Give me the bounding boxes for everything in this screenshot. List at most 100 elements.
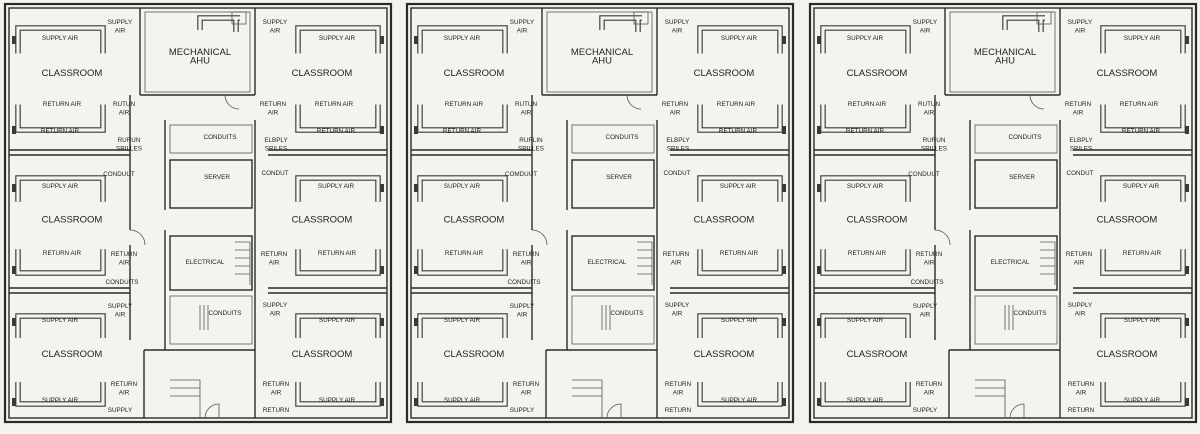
mechanical-label-line-2: AHU (592, 56, 612, 67)
rurun-air-label-line-2: AIR (924, 110, 935, 117)
return-air-stack-left-line-1: RETURN (916, 251, 943, 258)
supply-air-label: SUPPLY AIR (444, 35, 481, 42)
duct-loop-right-3-inner (1101, 314, 1185, 406)
supply-air-stack-right-line-2: AIR (672, 28, 683, 35)
classroom-label-right-2: CLASSROOM (1097, 215, 1158, 226)
supply-air-label-4: SUPPLY AIR (444, 397, 481, 404)
return-air-stack-right-2-line-1: RETURN (663, 251, 690, 258)
grille-marker-11 (380, 318, 384, 326)
grille-marker-12 (782, 398, 786, 406)
return-air-stack-right-line-1: RETURN (260, 101, 287, 108)
corridor-door-swing (934, 229, 951, 246)
return-air-label: RETURN AIR (43, 101, 82, 108)
mechanical-room (144, 11, 251, 93)
ahu-duct (197, 15, 240, 32)
conduit-bundle (1004, 305, 1014, 330)
server-label: SERVER (204, 174, 230, 181)
electrical-room (169, 235, 253, 291)
duct-loop-left-1-inner (821, 26, 910, 132)
mechanical-door-swing (1029, 94, 1045, 110)
duct-loop-right-3-inner (698, 314, 782, 406)
classroom-label-left-2: CLASSROOM (847, 215, 908, 226)
duct-loop-left-2-inner (418, 176, 507, 275)
supply-air-stack-left-line-2: AIR (115, 312, 126, 319)
supply-air-label-right-2: SUPPLY AIR (720, 183, 757, 190)
conduit-bundle (199, 305, 209, 330)
supply-air-label-right: SUPPLY AIR (1124, 35, 1161, 42)
classroom-label-right-1: CLASSROOM (694, 68, 755, 79)
supply-air-stack-left-line-1: SUPPLY (108, 303, 133, 310)
duct-loop-right-2-inner (1101, 176, 1185, 275)
duct-loop-left-3 (15, 313, 106, 407)
core-walls (531, 95, 658, 418)
return-air-label: RETURN AIR (848, 101, 887, 108)
return-air-stack-right-line-2: AIR (1073, 110, 1084, 117)
condut-label-left: CONDUUT (103, 171, 135, 178)
mechanical-label-line-1: MECHANICAL (974, 47, 1036, 58)
ahu-unit (231, 11, 247, 25)
electrical-stair (637, 241, 653, 285)
return-air-stack-right-2-line-2: AIR (269, 260, 280, 267)
grille-marker-6 (12, 398, 16, 406)
duct-loop-left-2-inner (821, 176, 910, 275)
elbply-srilles-label-line-2: SRILES (265, 146, 287, 153)
return-air-stack-left-line-2: AIR (119, 260, 130, 267)
grille-marker-10 (1185, 266, 1189, 274)
rurun-air-label-line-2: AIR (521, 110, 532, 117)
corridor-door-swing (129, 229, 146, 246)
supply-air-label-right-3: SUPPLY AIR (319, 317, 356, 324)
ahu-duct-inner (1003, 16, 1045, 32)
rurun-srilles-label-line-2: SRILLES (921, 146, 947, 153)
classroom-label-left-1: CLASSROOM (444, 68, 505, 79)
ahu-duct (599, 15, 642, 32)
corridor-door-swing (531, 229, 548, 246)
rurun-srilles-label-line-2: SRILLES (518, 146, 544, 153)
conduits-label-upper: CONDUITS (204, 134, 237, 141)
grille-marker-9 (380, 184, 384, 192)
return-air-label-3: RETURN AIR (43, 250, 82, 257)
condut-label-right: CONDUT (262, 170, 289, 177)
supply-air-label-right-4: SUPPLY AIR (1124, 397, 1161, 404)
supply-air-stack-top-line-2: AIR (517, 28, 528, 35)
classroom-label-left-1: CLASSROOM (42, 68, 103, 79)
server-label: SERVER (1009, 174, 1035, 181)
supply-air-stack-right-2-line-1: SUPPLY (1068, 302, 1093, 309)
duct-loop-right-2 (1100, 175, 1186, 276)
return-air-stack-left-2-line-2: AIR (924, 390, 935, 397)
supply-label-bottom: SUPPLY (510, 407, 535, 414)
supply-air-label-3: SUPPLY AIR (847, 317, 884, 324)
partition-walls (411, 8, 789, 294)
grille-marker-7 (380, 36, 384, 44)
conduits-label-left: CONDUITS (508, 279, 541, 286)
entrance-door-swing (606, 403, 622, 419)
server-room (974, 159, 1058, 209)
supply-air-stack-right-line-1: SUPPLY (665, 19, 690, 26)
return-air-stack-right-2-line-2: AIR (671, 260, 682, 267)
supply-air-label-4: SUPPLY AIR (847, 397, 884, 404)
return-air-label: RETURN AIR (445, 101, 484, 108)
duct-loop-right-2 (697, 175, 783, 276)
return-air-label-right: RETURN AIR (717, 101, 756, 108)
elbply-srilles-label-line-2: SRILES (1070, 146, 1092, 153)
rurun-air-label-line-2: AIR (119, 110, 130, 117)
duct-loop-right-1-inner (296, 26, 380, 132)
conduits-label-lower: CONDUITS (611, 310, 644, 317)
mechanical-label-line-2: AHU (190, 56, 210, 67)
supply-air-label-right: SUPPLY AIR (319, 35, 356, 42)
duct-loop-right-2 (295, 175, 381, 276)
duct-loop-left-1 (820, 25, 911, 133)
supply-air-stack-left-line-2: AIR (920, 312, 931, 319)
elbply-srilles-label-line-2: SRILES (667, 146, 689, 153)
mechanical-door-swing (224, 94, 240, 110)
return-air-label-right-3: RETURN AIR (1123, 250, 1162, 257)
supply-label-bottom: SUPPLY (913, 407, 938, 414)
return-label-bottom: RETURN (263, 407, 290, 414)
return-air-stack-left-2-line-1: RETURN (513, 381, 540, 388)
classroom-label-right-1: CLASSROOM (292, 68, 353, 79)
floor-plan-2: MECHANICALAHUSERVERELECTRICALCONDUITSCON… (405, 2, 795, 424)
condut-label-left: COMDUUT (505, 171, 537, 178)
exterior-wall-inner (813, 7, 1193, 419)
supply-air-label-right-2: SUPPLY AIR (318, 183, 355, 190)
classroom-label-left-2: CLASSROOM (42, 215, 103, 226)
condut-label-right: CONDUT (664, 170, 691, 177)
